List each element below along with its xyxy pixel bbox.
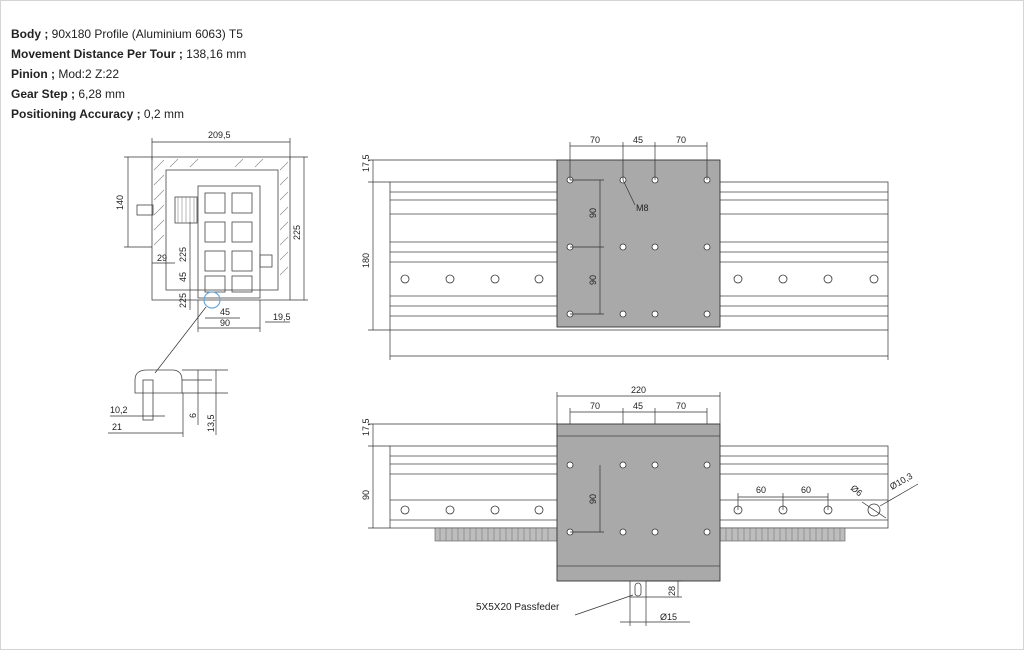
dim-225a: 225 <box>178 247 188 262</box>
dim-top-70a: 70 <box>590 135 600 145</box>
shaft-key <box>634 582 642 597</box>
dim-front-45: 45 <box>633 401 643 411</box>
aluminium-profile <box>197 185 261 299</box>
dim-19-5: 19,5 <box>273 312 291 322</box>
dim-45a: 45 <box>178 272 188 282</box>
spec-value: 138,16 mm <box>182 47 247 61</box>
specifications-block: Body ; 90x180 Profile (Aluminium 6063) T… <box>11 24 246 124</box>
dim-dia-6: Ø6 <box>849 483 865 498</box>
dim-10-2: 10,2 <box>110 405 128 415</box>
dim-13-5: 13,5 <box>206 414 216 432</box>
dim-17-5: 17,5 <box>361 154 371 172</box>
spec-accuracy: Positioning Accuracy ; 0,2 mm <box>11 104 246 124</box>
section-view: 209,5 <box>115 130 308 332</box>
detail-view: 10,2 21 6 13,5 <box>108 369 228 437</box>
carriage-plate-top <box>556 159 721 328</box>
detail-leader-line <box>154 306 207 374</box>
top-view: 70 45 70 M8 90 90 17,5 180 <box>361 135 889 360</box>
dim-front-70a: 70 <box>590 401 600 411</box>
spec-label: Pinion ; <box>11 67 55 81</box>
dim-225b: 225 <box>178 293 188 308</box>
thread-label: M8 <box>636 203 649 213</box>
dim-v90b: 90 <box>588 275 598 285</box>
dim-21: 21 <box>112 422 122 432</box>
spec-value: 6,28 mm <box>75 87 126 101</box>
spec-label: Positioning Accuracy ; <box>11 107 141 121</box>
spec-body: Body ; 90x180 Profile (Aluminium 6063) T… <box>11 24 246 44</box>
dim-front-17-5: 17,5 <box>361 418 371 436</box>
output-shaft <box>629 580 647 598</box>
slot-profile <box>134 369 183 394</box>
wall-hatching <box>153 158 289 276</box>
dim-28: 28 <box>667 586 677 596</box>
dim-dia-15: Ø15 <box>660 612 677 622</box>
dim-90: 90 <box>220 318 230 328</box>
dim-height-right: 225 <box>292 225 302 240</box>
dim-front-90: 90 <box>361 490 371 500</box>
detail-marker-circle <box>203 291 221 309</box>
carriage-plate-front <box>556 423 721 582</box>
housing-outline <box>151 156 291 301</box>
dim-height-left: 140 <box>115 195 125 210</box>
dim-top-45: 45 <box>633 135 643 145</box>
dim-180: 180 <box>361 253 371 268</box>
dim-spacing-60a: 60 <box>756 485 766 495</box>
dim-29: 29 <box>157 253 167 263</box>
spec-label: Movement Distance Per Tour ; <box>11 47 183 61</box>
dim-45b: 45 <box>220 307 230 317</box>
spec-gear-step: Gear Step ; 6,28 mm <box>11 84 246 104</box>
dim-width: 209,5 <box>208 130 231 140</box>
dim-front-v90: 90 <box>588 494 598 504</box>
spec-label: Body ; <box>11 27 49 41</box>
dim-front-70b: 70 <box>676 401 686 411</box>
front-view: 220 70 45 70 <box>361 385 919 626</box>
dim-spacing-60b: 60 <box>801 485 811 495</box>
spec-value: 0,2 mm <box>140 107 184 121</box>
dim-220: 220 <box>631 385 646 395</box>
spec-label: Gear Step ; <box>11 87 76 101</box>
housing-inner <box>165 169 279 291</box>
spec-value: 90x180 Profile (Aluminium 6063) T5 <box>48 27 243 41</box>
key-label: 5X5X20 Passfeder <box>476 602 560 613</box>
spec-pinion: Pinion ; Mod:2 Z:22 <box>11 64 246 84</box>
spec-movement: Movement Distance Per Tour ; 138,16 mm <box>11 44 246 64</box>
rack-teeth <box>439 528 841 541</box>
dim-top-70b: 70 <box>676 135 686 145</box>
dim-6: 6 <box>188 413 198 418</box>
motor-shaft <box>136 204 154 216</box>
dim-v90a: 90 <box>588 208 598 218</box>
spec-value: Mod:2 Z:22 <box>55 67 120 81</box>
